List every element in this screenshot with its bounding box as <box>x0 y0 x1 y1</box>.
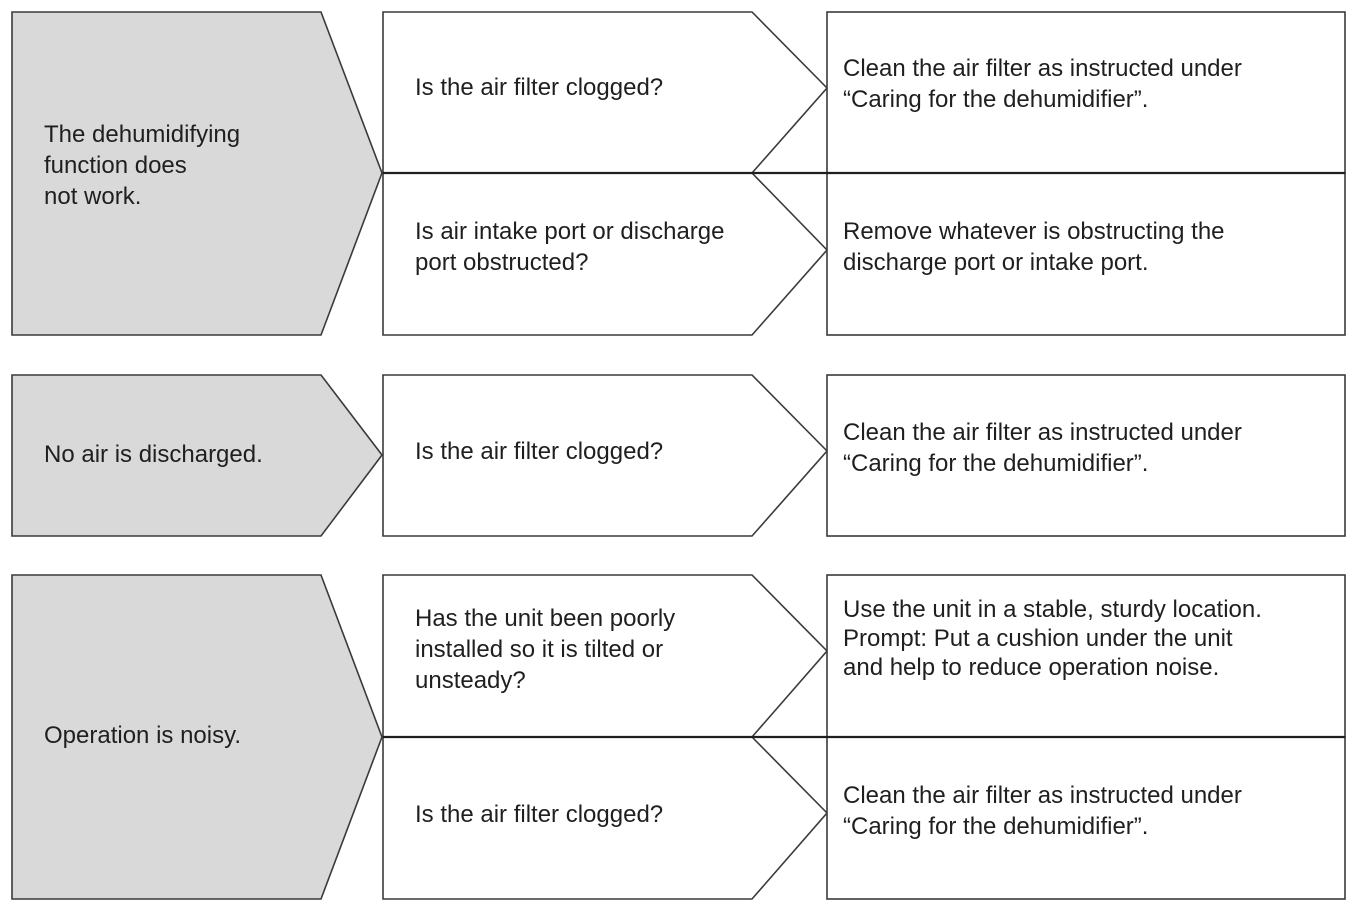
solution-label-remove-obstruction: Remove whatever is obstructing the disch… <box>843 218 1225 276</box>
solution-label-stable-location: Use the unit in a stable, sturdy locatio… <box>843 595 1262 681</box>
solution-label-clean-filter-3: Clean the air filter as instructed under… <box>843 782 1242 840</box>
problem-label-dehumidifying: The dehumidifying function does not work… <box>44 120 241 210</box>
cause-label-filter-clogged-1: Is the air filter clogged? <box>415 73 664 101</box>
problem-shape-1 <box>11 11 383 336</box>
cause-shape-1 <box>382 11 829 174</box>
problem-label-noisy: Operation is noisy. <box>44 721 241 749</box>
cause-label-poorly-installed: Has the unit been poorly installed so it… <box>415 604 676 694</box>
solution-box-4 <box>826 574 1346 738</box>
cause-shape-3 <box>382 374 829 537</box>
solution-box-3 <box>826 374 1346 537</box>
cause-label-filter-clogged-2: Is the air filter clogged? <box>415 437 664 465</box>
solution-box-5 <box>826 736 1346 900</box>
solution-label-clean-filter-1: Clean the air filter as instructed under… <box>843 55 1242 113</box>
solution-box-1 <box>826 11 1346 174</box>
problem-shape-3 <box>11 574 383 900</box>
problem-label-no-air: No air is discharged. <box>44 440 263 468</box>
cause-label-port-obstructed: Is air intake port or discharge port obs… <box>415 217 725 276</box>
solution-label-clean-filter-2: Clean the air filter as instructed under… <box>843 419 1242 477</box>
solution-box-2 <box>826 172 1346 336</box>
cause-shape-4 <box>382 574 829 738</box>
problem-shape-2 <box>11 374 384 537</box>
cause-label-filter-clogged-3: Is the air filter clogged? <box>415 800 664 828</box>
